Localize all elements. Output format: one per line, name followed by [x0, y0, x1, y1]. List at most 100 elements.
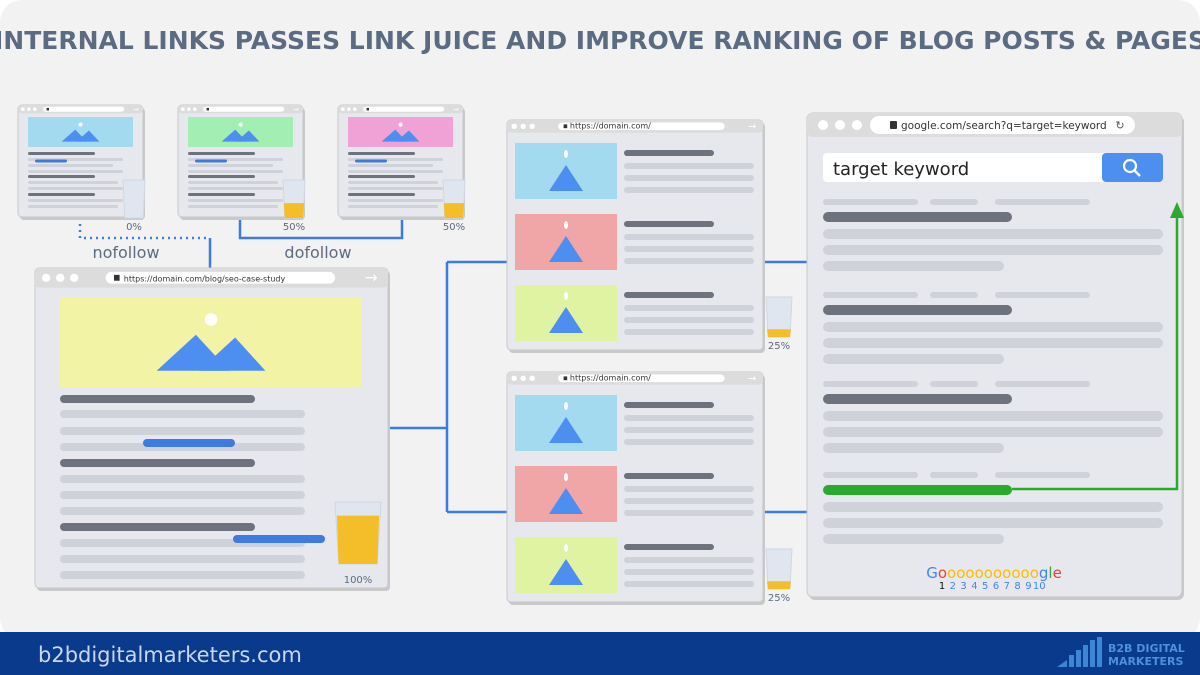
mountain-icon	[549, 488, 583, 514]
address-bar[interactable]	[870, 116, 1135, 134]
sun-icon	[564, 292, 568, 300]
address-bar[interactable]	[105, 271, 336, 284]
mountain-icon	[236, 130, 260, 142]
ranking-arrow-line	[1012, 215, 1179, 491]
window-control-dot	[70, 273, 79, 282]
result-snippet	[823, 411, 1163, 421]
window-control-dot	[835, 120, 845, 130]
forward-arrow-icon[interactable]: →	[293, 105, 299, 113]
sun-icon	[564, 473, 568, 481]
text-line	[188, 152, 255, 155]
result-title	[823, 212, 1012, 222]
forward-arrow-icon[interactable]: →	[748, 121, 756, 132]
logo-letter: o	[947, 564, 956, 582]
post-title-line	[624, 150, 714, 156]
pagination-link-5[interactable]: 5	[982, 581, 988, 592]
search-result[interactable]	[823, 472, 1163, 544]
post-title-line	[624, 292, 714, 298]
mountain-icon	[549, 417, 583, 443]
pagination-link-3[interactable]: 3	[960, 581, 966, 592]
pagination-link-4[interactable]: 4	[971, 581, 977, 592]
juice-percentage: 50%	[283, 222, 305, 233]
forward-arrow-icon[interactable]: →	[453, 105, 459, 113]
result-snippet	[823, 427, 1163, 437]
breadcrumb-line	[930, 199, 978, 205]
search-result[interactable]	[823, 292, 1163, 364]
text-line	[28, 170, 123, 173]
pagination-link-9[interactable]: 9	[1025, 581, 1031, 592]
nofollow-link-line	[78, 218, 210, 240]
text-line	[624, 557, 754, 563]
address-bar[interactable]	[558, 374, 725, 383]
search-icon	[1133, 169, 1141, 177]
text-line	[624, 175, 754, 181]
forward-arrow-icon[interactable]: →	[365, 269, 378, 287]
google-logo: Gooooooooooogle	[926, 564, 1062, 582]
text-line	[28, 175, 95, 178]
sun-icon	[78, 122, 83, 127]
address-bar[interactable]	[558, 122, 725, 131]
dofollow-link-line	[208, 218, 404, 268]
address-bar[interactable]	[203, 106, 285, 112]
search-button-bg[interactable]	[1102, 153, 1163, 182]
search-button[interactable]	[1102, 153, 1163, 182]
mountain-icon	[549, 307, 583, 333]
logo-letter: o	[1011, 564, 1020, 582]
result-snippet	[823, 534, 1004, 544]
juice-percentage: 100%	[344, 575, 373, 586]
sun-icon	[564, 402, 568, 410]
search-input[interactable]	[823, 153, 1163, 182]
lock-icon	[890, 121, 897, 129]
text-line	[60, 523, 255, 531]
text-line	[28, 181, 118, 184]
pagination-link-10[interactable]: 10	[1033, 581, 1046, 592]
text-line	[188, 181, 278, 184]
text-line	[28, 164, 113, 167]
result-snippet	[823, 354, 1004, 364]
breadcrumb-line	[930, 381, 978, 387]
search-query: target keyword	[833, 159, 969, 180]
lock-icon	[563, 124, 568, 129]
logo-letter: o	[975, 564, 984, 582]
pagination-link-2[interactable]: 2	[950, 581, 956, 592]
image-placeholder	[28, 117, 133, 147]
link-highlight	[355, 159, 387, 163]
footer-site-link[interactable]: b2bdigitalmarketers.com	[38, 643, 302, 667]
address-bar[interactable]	[363, 106, 445, 112]
pagination-link-6[interactable]: 6	[993, 581, 999, 592]
result-snippet	[823, 261, 1004, 271]
text-line	[624, 581, 754, 587]
dofollow-label: dofollow	[284, 243, 351, 262]
search-result[interactable]	[823, 199, 1163, 271]
logo-letter: l	[1048, 564, 1052, 582]
forward-arrow-icon[interactable]: →	[133, 105, 139, 113]
window-control-dot	[520, 375, 526, 381]
text-line	[60, 491, 305, 499]
address-bar[interactable]	[43, 106, 125, 112]
connectors	[78, 218, 807, 514]
text-line	[624, 317, 754, 323]
result-title	[823, 305, 1012, 315]
post-title-line	[624, 221, 714, 227]
serp-link-line	[763, 260, 807, 514]
text-line	[624, 569, 754, 575]
brand-logo: B2B DIGITAL MARKETERS	[1057, 637, 1185, 668]
juice-percentage: 0%	[126, 222, 142, 233]
forward-arrow-icon[interactable]: →	[748, 373, 756, 384]
text-line	[188, 164, 273, 167]
page-title: INTERNAL LINKS PASSES LINK JUICE AND IMP…	[0, 26, 1200, 55]
target-page-1: https://domain.com/→25%	[506, 119, 793, 353]
pagination-link-1[interactable]: 1	[939, 581, 945, 592]
breadcrumb-line	[823, 381, 918, 387]
reload-icon[interactable]: ↻	[1115, 119, 1124, 132]
logo-letter: g	[1039, 564, 1049, 582]
result-snippet	[823, 502, 1163, 512]
sun-icon	[564, 150, 568, 158]
text-line	[624, 329, 754, 335]
pagination-link-7[interactable]: 7	[1004, 581, 1010, 592]
text-line	[624, 305, 754, 311]
search-result[interactable]	[823, 381, 1163, 453]
pagination-link-8[interactable]: 8	[1014, 581, 1020, 592]
breadcrumb-line	[995, 472, 1090, 478]
